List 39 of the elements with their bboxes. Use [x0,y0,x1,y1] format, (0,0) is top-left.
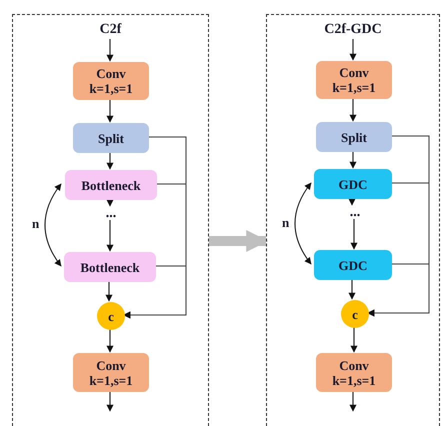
arrow [106,280,112,302]
arrow [350,38,356,61]
panel-title: C2f-GDC [323,22,383,38]
split-block: Split [316,122,392,152]
arrow [106,390,114,412]
conv-block: Conv k=1,s=1 [73,62,149,100]
block-arrow [209,230,268,252]
bottleneck-block: Bottleneck [65,170,157,200]
arrow [106,38,114,62]
arrow [106,220,114,252]
gdc-block: GDC [314,169,392,199]
arrow [350,218,358,250]
concat-node: c [341,300,369,328]
arrow [350,98,356,122]
panel-title: C2f [98,22,122,38]
arrow [350,326,358,353]
dashed-panel [266,14,440,426]
arrow [350,390,356,412]
ellipsis: ... [340,206,370,220]
conv-block: Conv k=1,s=1 [316,353,392,392]
arrow [106,328,114,353]
conv-block: Conv k=1,s=1 [73,353,149,392]
dashed-panel [12,14,209,426]
curved-double-arrow [44,183,62,267]
arrow [106,152,114,170]
gdc-block: GDC [314,250,392,280]
concat-node: c [97,302,125,330]
conv-block: Conv k=1,s=1 [316,61,392,99]
arrow [348,198,356,206]
curved-double-arrow [294,182,312,265]
arrow [367,264,430,316]
arrow [123,266,186,318]
bottleneck-block: Bottleneck [64,252,156,282]
split-block: Split [73,123,149,153]
arrow [106,198,114,207]
arrow [350,150,356,169]
arrow [348,278,356,300]
arrow [106,98,114,123]
ellipsis: ... [96,207,126,221]
